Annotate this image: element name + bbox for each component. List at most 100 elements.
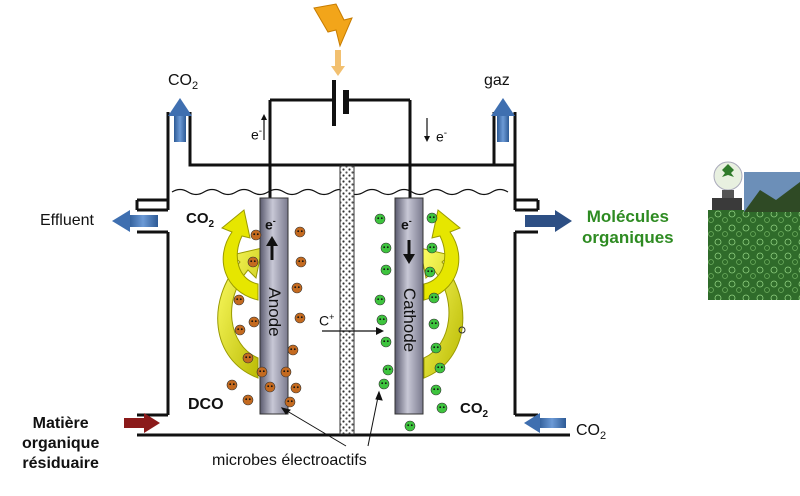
- cathode-microbe: [424, 266, 436, 278]
- cathode-microbe: [428, 318, 440, 330]
- microbe-eye: [256, 233, 259, 236]
- microbe-eye: [270, 385, 273, 388]
- microbe-eye: [296, 386, 299, 389]
- electron-flow-right-arrow: [424, 118, 430, 142]
- microbe-eye: [430, 270, 433, 273]
- microbe-eye: [245, 398, 248, 401]
- cathode-flow-arrows: [419, 209, 464, 379]
- cathode-microbe: [376, 314, 388, 326]
- microbe-eye: [236, 298, 239, 301]
- cathode-microbe: [430, 342, 442, 354]
- microbe-eye: [254, 320, 257, 323]
- reactor-vessel: [135, 112, 570, 437]
- anode-electrode: [259, 197, 289, 415]
- external-circuit: [268, 98, 412, 200]
- co2-inlet-arrow: [524, 413, 566, 433]
- microbe-eye: [427, 270, 430, 273]
- microbe-eye: [239, 298, 242, 301]
- anode-microbe: [280, 366, 292, 378]
- microbe-eye: [294, 286, 297, 289]
- microbe-eye: [386, 340, 389, 343]
- membrane: [339, 165, 355, 435]
- cathode-microbe: [380, 242, 392, 254]
- cathode-microbes: [374, 212, 448, 432]
- co2-bottom-right-label: CO2: [576, 422, 607, 443]
- anode-microbe: [264, 381, 276, 393]
- microbe-eye: [386, 246, 389, 249]
- microbe-eye: [431, 296, 434, 299]
- anode-microbes: [226, 226, 307, 408]
- microbe-eye: [253, 260, 256, 263]
- co2-anode-label: CO2: [186, 210, 215, 230]
- anode-microbe: [294, 226, 306, 238]
- cathode-electrode: [394, 197, 424, 415]
- small-bubble: [458, 326, 466, 334]
- cathode-microbe: [380, 264, 392, 276]
- microbe-eye: [298, 260, 301, 263]
- gas-outlet-arrow: [491, 98, 515, 142]
- microbe-eye: [290, 348, 293, 351]
- anode-electron-label: e-: [265, 216, 276, 233]
- anode-microbe: [256, 366, 268, 378]
- microbe-eye: [297, 230, 300, 233]
- microbe-eye: [251, 320, 254, 323]
- cathode-microbe: [382, 364, 394, 376]
- microbe-eye: [301, 260, 304, 263]
- microbe-eye: [293, 348, 296, 351]
- microbe-eye: [429, 216, 432, 219]
- microbe-eye: [380, 298, 383, 301]
- microbe-eye: [433, 388, 436, 391]
- microbe-eye: [439, 406, 442, 409]
- microbe-eye: [377, 298, 380, 301]
- microbe-eye: [232, 383, 235, 386]
- anode-microbe: [284, 396, 296, 408]
- microbe-eye: [286, 370, 289, 373]
- microbe-eye: [383, 340, 386, 343]
- microbe-eye: [229, 383, 232, 386]
- microbe-eye: [385, 368, 388, 371]
- microbe-eye: [250, 260, 253, 263]
- microbe-eye: [434, 296, 437, 299]
- microbe-eye: [433, 346, 436, 349]
- microbe-eye: [293, 386, 296, 389]
- effluent-label: Effluent: [40, 212, 94, 229]
- cathode-microbe: [434, 362, 446, 374]
- anode-microbe: [295, 256, 307, 268]
- microbe-eye: [432, 216, 435, 219]
- microbe-eye: [287, 400, 290, 403]
- microbe-eye: [248, 398, 251, 401]
- electron-left-label: e-: [251, 126, 263, 143]
- microbe-eye: [442, 406, 445, 409]
- microbe-eye: [380, 217, 383, 220]
- microbe-eye: [383, 246, 386, 249]
- anode-microbe: [242, 352, 254, 364]
- cation-label: C+: [319, 312, 335, 329]
- anode-label: Anode: [265, 287, 284, 337]
- microbe-eye: [436, 346, 439, 349]
- microbe-eye: [388, 368, 391, 371]
- battery-symbol: [332, 80, 349, 126]
- anode-microbe: [248, 316, 260, 328]
- co2-cathode-label: CO2: [460, 400, 489, 420]
- microbe-eye: [297, 316, 300, 319]
- microbe-eye: [432, 246, 435, 249]
- organic-matter-label: Matière organique résiduaire: [22, 415, 100, 472]
- co2-outlet-arrow: [168, 98, 192, 142]
- microbe-eye: [410, 424, 413, 427]
- anode-microbe: [294, 312, 306, 324]
- anode-microbe: [250, 229, 262, 241]
- anode-microbe: [226, 379, 238, 391]
- microbe-pointer-lines: [280, 390, 383, 447]
- microbe-eye: [381, 382, 384, 385]
- microbes-label: microbes électroactifs: [212, 452, 367, 469]
- anode-microbe: [234, 324, 246, 336]
- microbe-eye: [383, 268, 386, 271]
- cathode-microbe: [380, 336, 392, 348]
- electron-right-label: e-: [436, 128, 448, 145]
- microbe-eye: [283, 370, 286, 373]
- cathode-microbe: [374, 213, 386, 225]
- anode-microbe: [290, 382, 302, 394]
- microbe-eye: [379, 318, 382, 321]
- anode-microbe: [247, 256, 259, 268]
